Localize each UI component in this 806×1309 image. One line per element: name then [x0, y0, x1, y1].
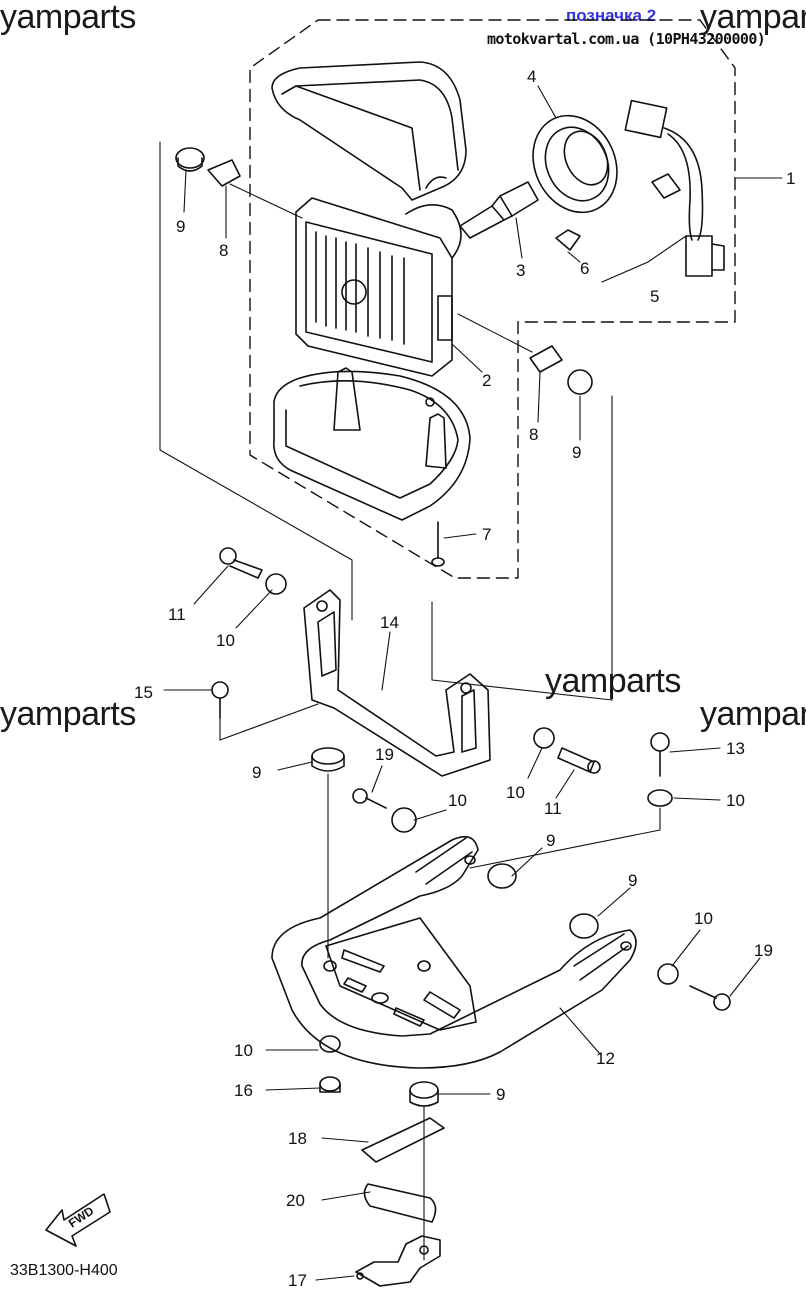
headlight-lens-unit	[295, 197, 462, 377]
bracket-17	[355, 1235, 441, 1287]
callout-label: 2	[482, 371, 491, 390]
grommet-9-right	[569, 913, 599, 939]
callout-label: 3	[516, 261, 525, 280]
grommet-9-lower	[409, 1081, 439, 1107]
callout-label: 11	[544, 799, 562, 818]
fwd-arrow: FWD	[45, 1193, 111, 1247]
bolt-13	[650, 732, 670, 777]
grommet-right	[567, 369, 593, 395]
diagram-code: 33B1300-H400	[10, 1262, 118, 1279]
headlight-bracket	[303, 589, 491, 777]
callout-label: 10	[448, 791, 467, 810]
leader-line	[431, 601, 613, 701]
callout-label: 19	[754, 941, 773, 960]
callout-label: 11	[168, 605, 186, 624]
callout-leaders	[163, 85, 783, 1281]
callout-label: 20	[286, 1191, 305, 1210]
callout-label: 10	[506, 783, 525, 802]
screw-7	[431, 521, 445, 567]
position-bulb	[555, 173, 681, 251]
clip-right	[529, 345, 563, 373]
callout-label: 10	[694, 909, 713, 928]
callout-label: 10	[234, 1041, 253, 1060]
clip-upper-left	[207, 159, 241, 187]
bolt-11-left	[219, 547, 263, 579]
collar-20	[363, 1183, 437, 1223]
callout-label: 4	[527, 67, 536, 86]
callout-label: 18	[288, 1129, 307, 1148]
assembly-boundary	[249, 19, 736, 579]
watermark: yamparts	[545, 662, 681, 700]
callout-label: 10	[726, 791, 745, 810]
grommet-upper-left	[175, 147, 205, 172]
leader-line	[469, 807, 661, 869]
callout-label: 13	[726, 739, 745, 758]
bolt-19-upper	[352, 788, 387, 809]
callout-label: 12	[596, 1049, 615, 1068]
nut-16	[319, 1076, 341, 1093]
headlight-shell	[273, 367, 471, 521]
watermark: yamparts	[700, 695, 806, 733]
collar-10-right	[647, 789, 673, 807]
callout-label: 7	[482, 525, 491, 544]
collar-10-centre	[391, 807, 417, 833]
leader-line	[219, 703, 319, 741]
collar-10-lower	[319, 1035, 341, 1053]
bolt-11-right	[557, 747, 601, 774]
bolt-19-lower	[689, 985, 731, 1011]
header-source-label: motokvartal.com.ua (10PH43200000)	[487, 30, 766, 48]
callout-label: 8	[219, 241, 228, 260]
leader-line	[159, 141, 353, 621]
callout-label: 16	[234, 1081, 253, 1100]
callout-label: 19	[375, 745, 394, 764]
callout-label: 9	[628, 871, 637, 890]
callout-label: 15	[134, 683, 153, 702]
callout-label: 17	[288, 1271, 307, 1290]
collar-10-mid	[533, 727, 555, 749]
callout-label: 9	[252, 763, 261, 782]
leader-line	[229, 183, 303, 219]
callout-label: 1	[786, 169, 795, 188]
watermark: yamparts	[700, 0, 806, 36]
callout-label: 5	[650, 287, 659, 306]
watermark: yamparts	[0, 0, 136, 36]
grommet-9-mid	[311, 747, 345, 772]
headlight-bulb	[459, 181, 539, 239]
fwd-label: FWD	[66, 1203, 97, 1230]
lower-frame	[271, 835, 637, 1069]
watermark: yamparts	[0, 695, 136, 733]
callout-label: 9	[496, 1085, 505, 1104]
callout-label: 14	[380, 613, 399, 632]
callout-label: 9	[572, 443, 581, 462]
bolt-15	[211, 681, 229, 719]
headlight-cover	[271, 61, 467, 201]
collar-10-lowright	[657, 963, 679, 985]
headlight-rim	[532, 114, 618, 214]
plate-18	[361, 1117, 445, 1163]
callout-label: 8	[529, 425, 538, 444]
collar-10-left	[265, 573, 287, 595]
callout-label: 6	[580, 259, 589, 278]
callout-label: 9	[176, 217, 185, 236]
grommet-9-centre	[487, 863, 517, 889]
leader-line	[457, 313, 533, 353]
callout-label: 10	[216, 631, 235, 650]
wiring-harness	[624, 99, 725, 277]
callout-label: 9	[546, 831, 555, 850]
